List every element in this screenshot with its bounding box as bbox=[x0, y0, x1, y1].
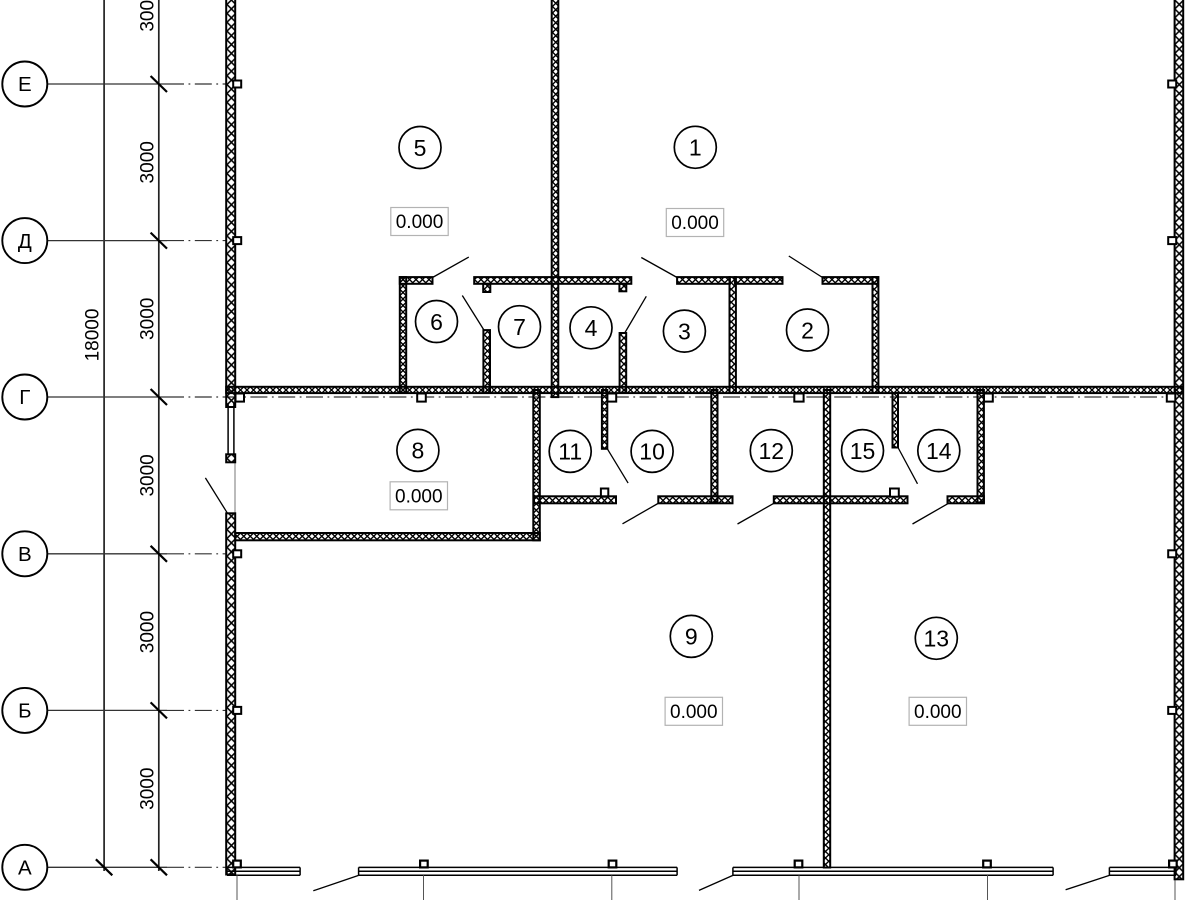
svg-text:2: 2 bbox=[801, 317, 814, 343]
svg-text:3: 3 bbox=[678, 318, 691, 344]
svg-text:5: 5 bbox=[414, 135, 427, 161]
svg-text:0.000: 0.000 bbox=[671, 213, 719, 234]
svg-text:3000: 3000 bbox=[138, 454, 159, 496]
svg-text:0.000: 0.000 bbox=[395, 486, 443, 507]
svg-text:4: 4 bbox=[585, 315, 598, 341]
svg-text:9: 9 bbox=[685, 624, 698, 650]
svg-text:0.000: 0.000 bbox=[670, 702, 718, 723]
svg-text:Б: Б bbox=[18, 700, 31, 723]
svg-text:3000: 3000 bbox=[138, 611, 159, 653]
svg-text:15: 15 bbox=[850, 438, 876, 464]
svg-text:Г: Г bbox=[19, 386, 30, 409]
svg-text:3000: 3000 bbox=[138, 298, 159, 340]
svg-text:13: 13 bbox=[924, 626, 950, 652]
svg-text:Е: Е bbox=[18, 73, 32, 96]
svg-text:18000: 18000 bbox=[83, 309, 104, 362]
svg-text:0.000: 0.000 bbox=[914, 702, 962, 723]
svg-text:0.000: 0.000 bbox=[396, 212, 444, 233]
svg-text:12: 12 bbox=[759, 438, 785, 464]
svg-text:В: В bbox=[18, 543, 32, 566]
svg-text:3000: 3000 bbox=[138, 0, 159, 32]
svg-text:6: 6 bbox=[430, 309, 443, 335]
svg-text:11: 11 bbox=[558, 439, 582, 465]
svg-text:А: А bbox=[18, 857, 32, 880]
svg-text:10: 10 bbox=[639, 439, 665, 465]
svg-text:8: 8 bbox=[412, 438, 425, 464]
svg-text:7: 7 bbox=[513, 314, 526, 340]
svg-text:14: 14 bbox=[926, 438, 952, 464]
svg-text:Д: Д bbox=[18, 230, 32, 253]
svg-text:1: 1 bbox=[689, 135, 702, 161]
svg-text:3000: 3000 bbox=[138, 141, 159, 183]
svg-text:3000: 3000 bbox=[138, 768, 159, 810]
